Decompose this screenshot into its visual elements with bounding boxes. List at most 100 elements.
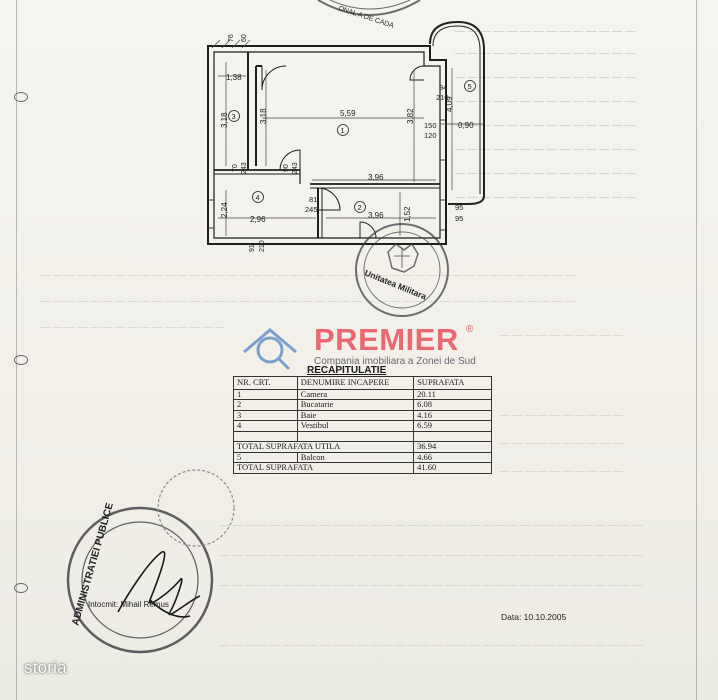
room-markers — [228, 80, 476, 213]
table-row: 1 Camera 20.11 — [233, 388, 492, 400]
dim-318b: 3,18 — [259, 108, 268, 124]
row-area: 20.11 — [413, 388, 492, 400]
dim-90: 90 — [283, 164, 290, 172]
bleed-through-text: — — — — — — — — — — — — — — — — — — — — … — [220, 580, 643, 591]
interior-walls — [213, 51, 440, 238]
dim-150: 150 — [424, 121, 437, 130]
top-stamp — [317, 0, 421, 16]
bleed-through-text: — — — — — — — — — — — — — — — — — — — — … — [220, 640, 643, 651]
dim-top-60: 60 — [241, 34, 248, 42]
balcony-nr: 5 — [233, 451, 298, 463]
dim-210b: 210 — [259, 240, 266, 252]
door-swings — [261, 65, 425, 239]
dim-91: 91 — [249, 244, 256, 252]
dim-243b: 243 — [292, 162, 299, 174]
wall-hatching — [211, 39, 251, 49]
dim-70: 70 — [232, 164, 239, 172]
binder-hole — [14, 355, 28, 365]
dim-296: 2,96 — [250, 215, 266, 224]
row-name: Vestibul — [296, 420, 415, 432]
dim-396b: 3,96 — [368, 211, 384, 220]
bleed-through-text: — — — — — — — — — — — [500, 330, 623, 341]
table-row-spacer — [233, 430, 492, 442]
table-row: 2 Bucatarie 6.08 — [233, 399, 492, 411]
row-name: Baie — [296, 409, 415, 421]
storia-watermark: storia — [24, 658, 67, 677]
bleed-through-text: — — — — — — — — — — — [500, 410, 623, 421]
windows — [208, 119, 446, 231]
bleed-through-text: — — — — — — — — — — — [500, 466, 623, 477]
balcony-area: 4.66 — [413, 451, 492, 463]
dim-090: 0,90 — [458, 121, 474, 130]
bleed-through-text: — — — — — — — — — — — — — — — [455, 168, 636, 179]
document-date: Data: 10.10.2005 — [501, 612, 567, 622]
total-value: 41.60 — [413, 462, 492, 474]
official-seal-left — [66, 469, 235, 654]
bleed-through-text: — — — — — — — — — — — — — — — [455, 192, 636, 203]
dim-152: 1,52 — [403, 206, 412, 222]
dim-559: 5,59 — [340, 109, 356, 118]
binder-hole — [14, 92, 28, 102]
header-name: DENUMIRE INCAPERE — [296, 376, 415, 390]
premier-logo: PREMIER ® Compania imobiliara a Zonei de… — [236, 322, 486, 370]
row-nr: 3 — [233, 409, 298, 421]
room-number-4: 4 — [256, 193, 260, 202]
bleed-through-text: — — — — — — — — — — — — — — — [455, 96, 636, 107]
bleed-through-text: — — — — — — — — — — — [500, 438, 623, 449]
row-nr: 1 — [233, 388, 298, 400]
bleed-through-text: — — — — — — — — — — — — — — — — — — — — … — [220, 550, 643, 561]
bleed-through-text: — — — — — — — — — — — — — — — [455, 120, 636, 131]
dim-396a: 3,96 — [368, 173, 384, 182]
dim-224: 2,24 — [220, 202, 229, 218]
total-utila-label: TOTAL SUPRAFATA UTILA — [232, 441, 415, 453]
bleed-through-text: — — — — — — — — — — — — — — — [455, 26, 636, 37]
table-row: 3 Baie 4.16 — [233, 409, 492, 421]
premier-logo-icon — [243, 328, 297, 371]
official-seal-right — [355, 223, 449, 317]
dim-210a: 210 — [436, 93, 449, 102]
logo-subtitle: Compania imobiliara a Zonei de Sud — [314, 356, 476, 367]
dim-409: 4,09 — [445, 96, 454, 112]
bleed-through-text: — — — — — — — — — — — — — — — [455, 72, 636, 83]
recap-title: RECAPITULATIE — [307, 365, 387, 376]
row-area: 6.08 — [413, 399, 492, 411]
balcony-name: Balcon — [296, 451, 415, 463]
dimension-lines — [218, 62, 484, 236]
left-margin-line — [16, 0, 17, 700]
signature — [117, 551, 201, 618]
total-utila-value: 36.94 — [413, 441, 492, 453]
dim-243a: 243 — [241, 162, 248, 174]
dim-94: 94 — [439, 83, 447, 92]
bleed-through-text: — — — — — — — — — — — — — — — — — — — — … — [40, 296, 575, 307]
exterior-walls — [207, 45, 447, 245]
recap-table: NR. CRT. DENUMIRE INCAPERE SUPRAFATA 1 C… — [232, 376, 492, 474]
total-label: TOTAL SUPRAFATA — [232, 462, 415, 474]
dim-318a: 3,18 — [220, 112, 229, 128]
header-nr: NR. CRT. — [233, 376, 298, 390]
dim-120: 120 — [424, 131, 437, 140]
table-row: 4 Vestibul 6.59 — [233, 420, 492, 432]
bleed-through-text: — — — — — — — — — — — — — — — — — — — — … — [220, 520, 643, 531]
row-area: 6.59 — [413, 420, 492, 432]
dim-245: 245 — [305, 205, 318, 214]
total-utila-row: TOTAL SUPRAFATA UTILA 36.94 — [232, 441, 492, 453]
logo-name: PREMIER — [314, 322, 459, 357]
room-number-1: 1 — [341, 126, 345, 135]
right-margin-line — [696, 0, 697, 700]
bleed-through-text: — — — — — — — — — — — — — — — — — — — — … — [40, 270, 575, 281]
bleed-through-text: — — — — — — — — — — — — — — — [455, 144, 636, 155]
row-nr: 4 — [233, 420, 298, 432]
prepared-by: Intocmit: Mihail Remus — [88, 600, 169, 609]
table-header-row: NR. CRT. DENUMIRE INCAPERE SUPRAFATA — [233, 376, 492, 390]
dim-top-76: 76 — [228, 34, 235, 42]
balcony-row: 5 Balcon 4.66 — [233, 451, 492, 463]
row-name: Camera — [296, 388, 415, 400]
dim-81: 81 — [309, 195, 317, 204]
logo-registered: ® — [466, 324, 474, 335]
room-number-3: 3 — [232, 112, 236, 121]
dim-95a: 95 — [455, 203, 463, 212]
seal-right-text: Unitatea Militara — [363, 268, 428, 302]
row-name: Bucatarie — [296, 399, 415, 411]
row-area: 4.16 — [413, 409, 492, 421]
